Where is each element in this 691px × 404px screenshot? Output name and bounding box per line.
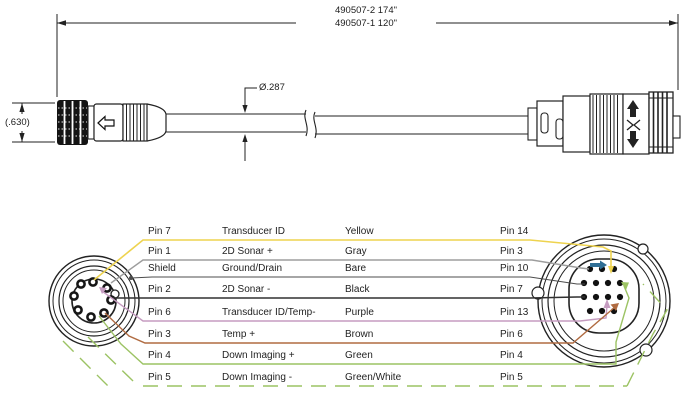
right-pin-label: Pin 6 — [500, 329, 523, 340]
wire-green-down-imaging-plus — [98, 282, 630, 365]
cable-diameter-dimension — [242, 87, 258, 161]
left-pin-label: Pin 7 — [148, 226, 171, 237]
blue-orientation-arrow-icon — [590, 260, 607, 270]
up-arrow-icon — [627, 100, 639, 117]
wire-gray-2d-sonar-plus — [110, 259, 590, 284]
signal-label: Ground/Drain — [222, 263, 283, 274]
wire-black-2d-sonar-minus — [113, 296, 585, 299]
latch-chevron-icon — [626, 119, 641, 131]
left-pin-label: Pin 6 — [148, 307, 171, 318]
left-arrow-icon — [97, 115, 115, 131]
table-row: Pin 4 Down Imaging + Green Pin 4 — [0, 350, 691, 364]
down-arrow-icon — [627, 131, 639, 148]
signal-label: 2D Sonar + — [222, 246, 273, 257]
right-pin-label: Pin 14 — [500, 226, 529, 237]
signal-label: Transducer ID/Temp- — [222, 307, 316, 318]
signal-label: Down Imaging - — [222, 372, 293, 383]
wire-bare-ground-drain — [129, 276, 585, 285]
right-pin-label: Pin 3 — [500, 246, 523, 257]
left-pin-label: Pin 1 — [148, 246, 171, 257]
wire-color-label: Gray — [345, 246, 367, 257]
wire-color-label: Purple — [345, 307, 374, 318]
wire-brown-temp-plus — [104, 303, 619, 344]
shell-notch-top-right — [637, 243, 649, 255]
left-connector-side-view — [57, 100, 167, 145]
left-pin-label: Shield — [148, 263, 176, 274]
shell-notch-left — [531, 286, 545, 300]
table-row: Pin 3 Temp + Brown Pin 6 — [0, 329, 691, 343]
wire-color-label: Green — [345, 350, 373, 361]
overall-length-dimension — [56, 14, 679, 97]
wire-color-label: Brown — [345, 329, 374, 340]
table-row: Pin 5 Down Imaging - Green/White Pin 5 — [0, 372, 691, 386]
table-row: Pin 2 2D Sonar - Black Pin 7 — [0, 284, 691, 298]
wire-color-label: Bare — [345, 263, 367, 274]
wire-color-label: Black — [345, 284, 370, 295]
right-connector-face — [531, 234, 671, 368]
right-pin-label: Pin 4 — [500, 350, 523, 361]
connector-diameter-label: (.630) — [3, 117, 32, 128]
table-row: Pin 7 Transducer ID Yellow Pin 14 — [0, 226, 691, 240]
left-pin-label: Pin 5 — [148, 372, 171, 383]
part-number-length-2: 490507-1 120" — [296, 17, 436, 29]
right-pin-label: Pin 7 — [500, 284, 523, 295]
right-connector-side-view — [527, 91, 681, 155]
right-pin-label: Pin 5 — [500, 372, 523, 383]
table-row: Pin 6 Transducer ID/Temp- Purple Pin 13 — [0, 307, 691, 321]
cable-side-view — [166, 109, 528, 139]
signal-label: Temp + — [222, 329, 256, 340]
table-row: Shield Ground/Drain Bare Pin 10 — [0, 263, 691, 277]
left-pin-label: Pin 3 — [148, 329, 171, 340]
wire-color-label: Yellow — [345, 226, 374, 237]
right-pin-label: Pin 10 — [500, 263, 529, 274]
table-row: Pin 1 2D Sonar + Gray Pin 3 — [0, 246, 691, 260]
signal-label: 2D Sonar - — [222, 284, 271, 295]
connector-diameter-dimension — [12, 102, 55, 143]
wire-yellow-transducer-id — [93, 239, 614, 281]
cable-diameter-label: Ø.287 — [257, 82, 287, 93]
wire-green-white-down-imaging-minus — [62, 283, 668, 387]
part-number-length-1: 490507-2 174" — [296, 5, 436, 16]
signal-label: Down Imaging + — [222, 350, 295, 361]
wire-color-label: Green/White — [345, 372, 402, 383]
right-pin-label: Pin 13 — [500, 307, 529, 318]
left-pin-label: Pin 4 — [148, 350, 171, 361]
signal-label: Transducer ID — [222, 226, 285, 237]
left-pin-label: Pin 2 — [148, 284, 171, 295]
